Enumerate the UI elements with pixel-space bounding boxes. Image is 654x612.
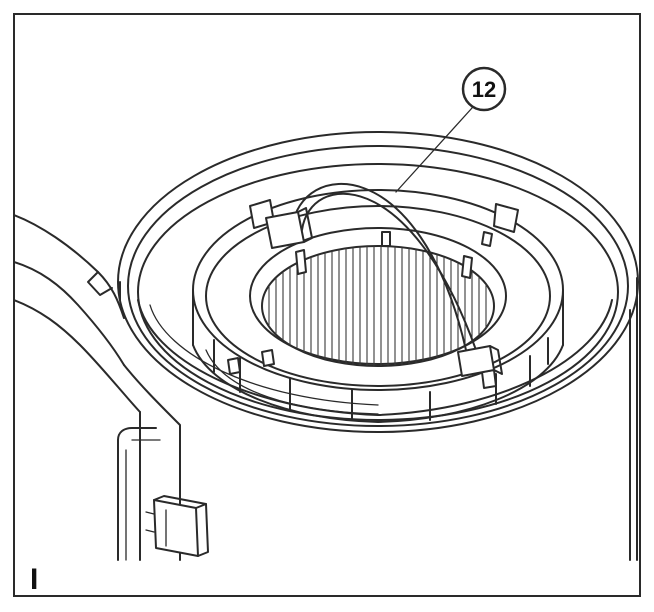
handle-bail [265,182,503,377]
filter-element [249,227,507,367]
panel-label-bg [22,560,52,594]
callout-circle [461,66,507,112]
callout-number: 12 [472,77,496,102]
callout-12: 12 [395,66,507,193]
inner-ledge [137,299,613,416]
housing-body [14,214,181,561]
outer-rim [117,131,639,433]
figure-frame [13,13,641,597]
cage-ribs [213,337,549,421]
cage-tabs [227,199,519,389]
filter-pins [261,231,493,367]
filter-cage [192,189,564,423]
housing-latch [145,495,209,557]
callout-leader [395,107,473,193]
panel-label: I [30,563,38,596]
